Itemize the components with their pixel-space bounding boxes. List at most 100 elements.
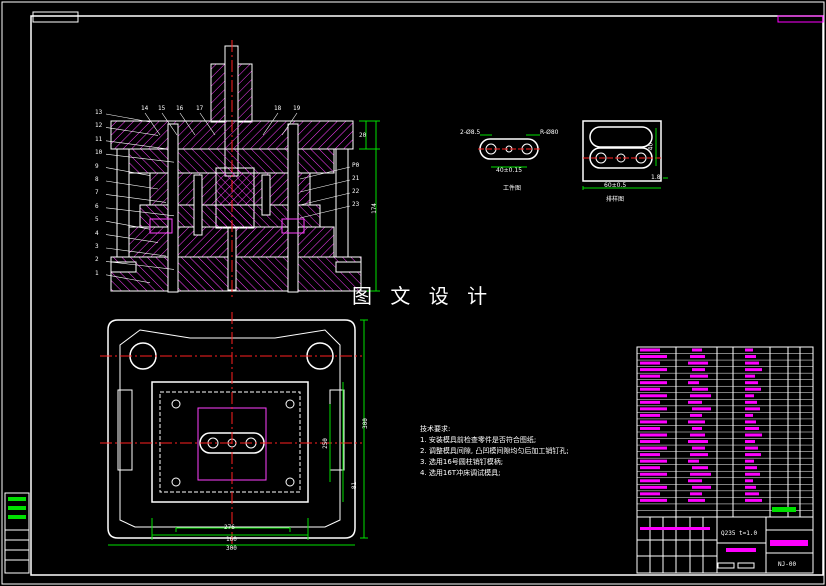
callout-label-12: 12: [95, 122, 103, 130]
callout-label-19: 19: [293, 105, 301, 112]
strip-caption: 排样图: [606, 196, 625, 203]
parts-row-material: [745, 413, 753, 417]
parts-row-name: [690, 394, 711, 398]
inner-frame: [30, 15, 824, 576]
parts-row-code: [640, 348, 660, 352]
technical-requirements: 技术要求: 1. 安装模具前检查零件是否符合图纸; 2. 调整模具间隙, 凸凹模…: [420, 424, 569, 479]
parts-row-material: [745, 348, 753, 352]
dim-plan-height-outer: 300: [361, 418, 369, 429]
parts-row-name: [688, 479, 702, 483]
parts-row-material: [745, 492, 759, 496]
callout-label-P0: P0: [352, 162, 360, 169]
parts-row-code: [640, 381, 667, 385]
parts-row-name: [692, 348, 702, 352]
parts-row-code: [640, 420, 667, 424]
parts-row-name: [692, 485, 711, 489]
parts-row-name: [692, 426, 702, 430]
leader-line: [179, 112, 196, 136]
leader-line: [105, 167, 151, 176]
parts-row-name: [688, 420, 705, 424]
leader-line: [199, 112, 216, 136]
parts-row-name: [690, 472, 711, 476]
leader-line: [105, 180, 159, 190]
parts-row-material: [745, 361, 759, 365]
parts-row-code: [640, 355, 667, 359]
guide-post-right: [335, 148, 349, 258]
leader-line: [299, 166, 351, 180]
parts-row-code: [640, 498, 667, 502]
parts-row-material: [745, 466, 757, 470]
parts-row-code: [640, 472, 667, 476]
bolt-right: [287, 123, 299, 293]
leader-line: [161, 112, 178, 136]
callout-label-16: 16: [176, 105, 184, 112]
leader-line: [144, 112, 161, 136]
parts-row-name: [688, 400, 702, 404]
title-block-material: Q235 t=1.0: [721, 530, 758, 537]
parts-row-material: [745, 479, 753, 483]
parts-row-name: [690, 433, 705, 437]
callout-label-14: 14: [141, 105, 149, 112]
leader-line: [105, 261, 175, 270]
tech-item: 1. 安装模具前检查零件是否符合图纸;: [420, 436, 537, 444]
callout-label-7: 7: [95, 189, 99, 197]
leader-line: [105, 207, 175, 217]
parts-row-code: [640, 466, 660, 470]
parts-row-material: [745, 387, 761, 391]
parts-row-material: [745, 433, 762, 437]
callout-label-17: 17: [196, 105, 204, 112]
rubber-right: [281, 218, 305, 234]
die-plan-view: [100, 312, 368, 548]
parts-row-name: [688, 459, 699, 463]
leader-line: [281, 112, 298, 136]
parts-row-material: [745, 368, 762, 372]
dim-width-mid: 160: [226, 536, 237, 543]
callout-label-21: 21: [352, 175, 360, 182]
parts-row-material: [745, 381, 758, 385]
parts-row-code: [640, 453, 660, 457]
parts-row-material: [745, 498, 762, 502]
callout-label-11: 11: [95, 135, 103, 143]
dim-top-height: 20: [359, 132, 367, 139]
dim-plan-height-mid: 250: [321, 438, 329, 449]
parts-row-code: [640, 368, 667, 372]
callout-label-8: 8: [95, 176, 99, 183]
callout-label-3: 3: [95, 243, 99, 250]
leader-line: [105, 140, 167, 150]
leader-line: [105, 127, 159, 136]
leader-line: [105, 113, 151, 123]
parts-row-name: [692, 466, 708, 470]
parts-row-material: [745, 420, 756, 424]
parts-row-code: [640, 433, 667, 437]
parts-row-material: [745, 407, 760, 411]
part-caption: 工件图: [503, 185, 522, 192]
callout-label-6: 6: [95, 202, 99, 210]
die-section-view: [105, 40, 380, 300]
callout-label-9: 9: [95, 162, 99, 170]
binding-strip: [4, 492, 30, 574]
callout-label-4: 4: [95, 229, 99, 237]
parts-row-name: [688, 498, 705, 502]
parts-row-material: [745, 459, 754, 463]
leader-line: [105, 220, 151, 230]
parts-row-code: [640, 400, 660, 404]
callout-label-22: 22: [352, 188, 360, 195]
callout-label-10: 10: [95, 149, 103, 157]
parts-row-code: [640, 387, 660, 391]
parts-row-name: [688, 440, 708, 444]
parts-row-name: [690, 453, 708, 457]
parts-row-material: [745, 426, 759, 430]
frame-corner-tab: [777, 15, 824, 23]
guide-post-left: [116, 148, 130, 258]
callout-label-5: 5: [95, 216, 99, 224]
parts-row-code: [640, 426, 660, 430]
parts-row-material: [745, 394, 754, 398]
parts-row-code: [640, 374, 660, 378]
parts-row-code: [640, 394, 667, 398]
parts-row-code: [640, 492, 660, 496]
parts-row-code: [640, 485, 667, 489]
pin-right: [261, 174, 271, 216]
callout-label-23: 23: [352, 201, 360, 208]
rubber-left: [149, 218, 173, 234]
